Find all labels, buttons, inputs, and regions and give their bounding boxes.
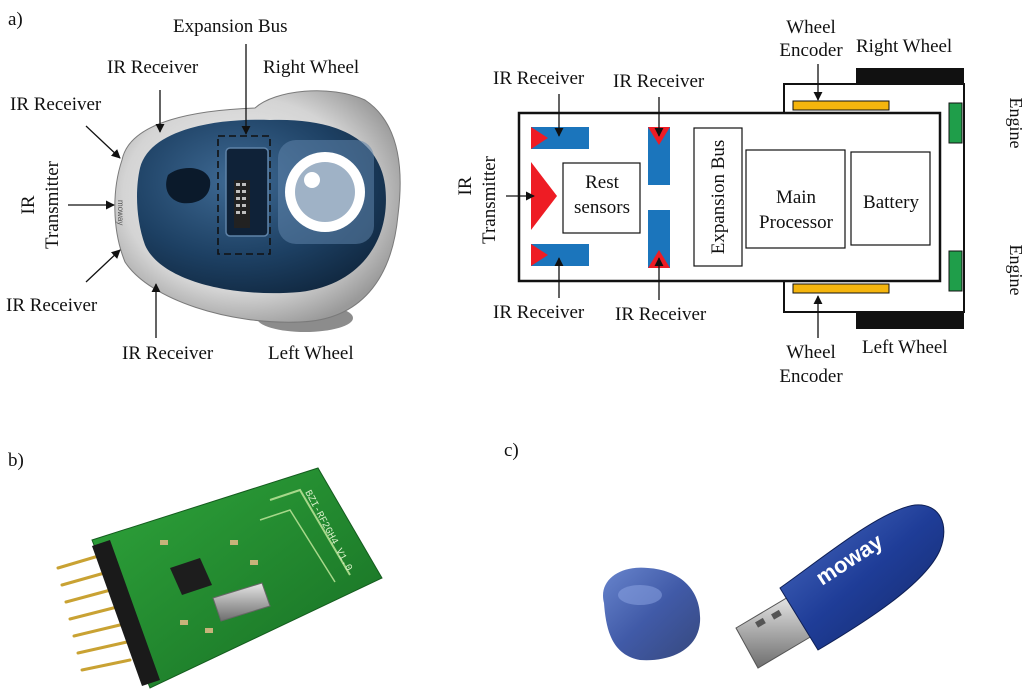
- wheel-encoder-bottom: [792, 283, 890, 294]
- label-rest-sensors-2: sensors: [574, 197, 630, 218]
- engine-bottom: [948, 250, 963, 292]
- label-schematic-expansion-bus: Expansion Bus: [708, 140, 729, 255]
- label-main-processor-2: Processor: [759, 212, 834, 233]
- label-ir-receiver-bottom: IR Receiver: [122, 343, 214, 364]
- crystal: [212, 582, 271, 622]
- label-left-wheel: Left Wheel: [268, 343, 354, 364]
- label-ir-receiver-left-top: IR Receiver: [10, 94, 102, 115]
- arrow-ir-receiver-left-top: [85, 125, 121, 159]
- label-right-wheel: Right Wheel: [263, 57, 359, 78]
- ir-receiver-front-top: [531, 127, 589, 149]
- label-wheel-encoder-bottom-1: Wheel: [786, 342, 836, 363]
- pin-header: [92, 540, 160, 686]
- label-schematic-left-wheel: Left Wheel: [862, 337, 948, 358]
- ir-receiver-mid-top: [648, 127, 670, 185]
- label-wheel-encoder-top-2: Encoder: [779, 40, 843, 61]
- rest-sensors-box: [562, 162, 641, 234]
- wheel-encoder-top: [792, 100, 890, 111]
- label-wheel-encoder-top-1: Wheel: [786, 17, 836, 38]
- engine-top: [948, 102, 963, 144]
- label-schematic-ir-transmitter-1: IR: [455, 176, 476, 195]
- battery-box: [850, 151, 931, 246]
- robot-photo: moway: [114, 90, 401, 332]
- label-expansion-bus: Expansion Bus: [173, 16, 288, 37]
- label-schematic-ir-transmitter-2: Transmitter: [479, 155, 500, 244]
- label-main-processor-1: Main: [776, 187, 817, 208]
- usb-cap: [603, 567, 701, 661]
- label-schematic-right-wheel: Right Wheel: [856, 36, 952, 57]
- expansion-bus-box: [217, 135, 271, 255]
- label-ir-transmitter-line1: IR: [18, 195, 39, 214]
- robot-schematic: [517, 68, 965, 329]
- ir-transmitter-shape: [531, 162, 557, 230]
- rf-chip: [170, 558, 212, 595]
- usb-body: [779, 504, 945, 651]
- label-ir-receiver-left-bottom: IR Receiver: [6, 295, 98, 316]
- panel-label-c: c): [504, 440, 519, 461]
- ir-receiver-front-bottom: [531, 244, 589, 266]
- ir-receiver-mid-bottom: [648, 210, 670, 268]
- label-engine-top: Engine: [1006, 98, 1024, 149]
- rf-module-photo: BZI-RF2GH4 V1.0: [56, 467, 383, 689]
- label-engine-bottom: Engine: [1006, 245, 1024, 296]
- schematic-right-wheel: [856, 68, 964, 84]
- panel-label-b: b): [8, 450, 24, 471]
- label-battery: Battery: [863, 192, 919, 213]
- label-rest-sensors-1: Rest: [585, 172, 620, 193]
- arrow-ir-receiver-left-bottom: [85, 249, 121, 283]
- label-ir-receiver-tl: IR Receiver: [493, 68, 585, 89]
- label-ir-receiver-bm: IR Receiver: [615, 304, 707, 325]
- robot-logo: moway: [116, 200, 125, 225]
- usb-dongle-photo: moway: [603, 504, 945, 669]
- panel-label-a: a): [8, 9, 23, 30]
- schematic-left-wheel: [856, 313, 964, 329]
- label-ir-receiver-top: IR Receiver: [107, 57, 199, 78]
- label-ir-receiver-bl: IR Receiver: [493, 302, 585, 323]
- label-wheel-encoder-bottom-2: Encoder: [779, 366, 843, 387]
- label-ir-transmitter-line2: Transmitter: [42, 160, 63, 249]
- main-processor-box: [745, 149, 846, 249]
- expansion-bus-rect: [693, 127, 743, 267]
- label-ir-receiver-tm: IR Receiver: [613, 71, 705, 92]
